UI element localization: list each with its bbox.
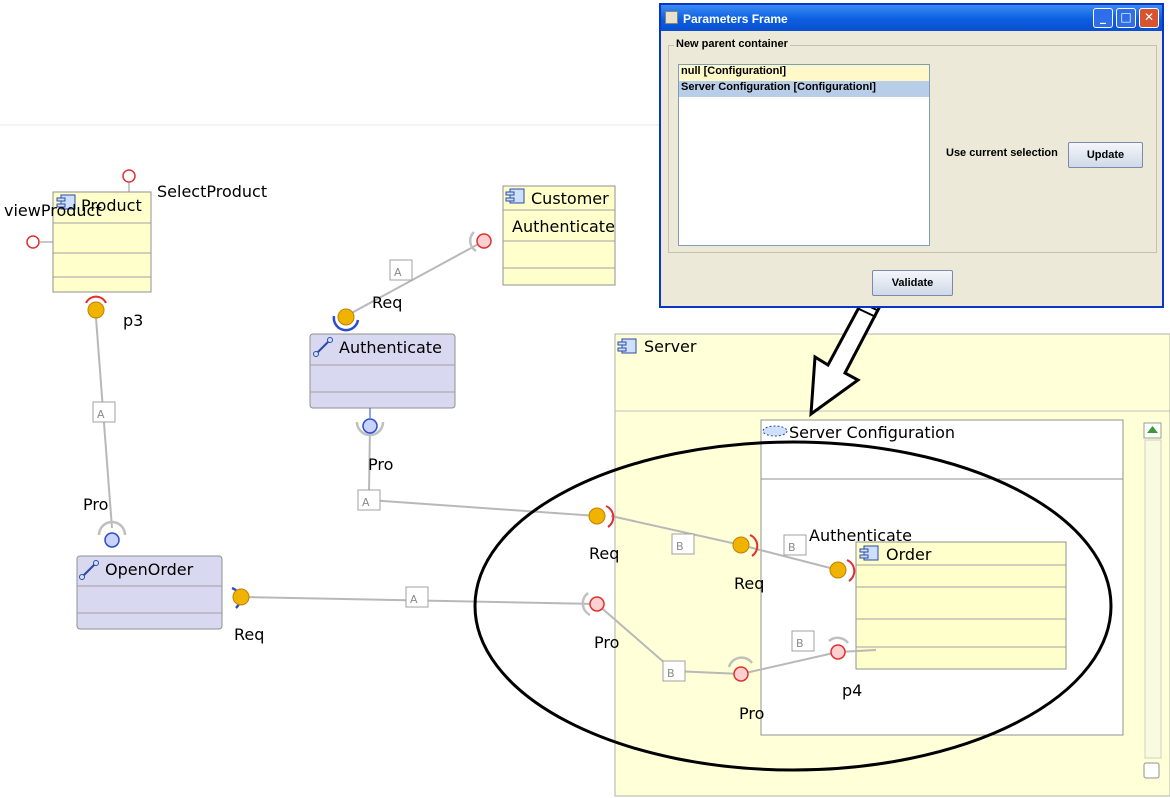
connector-icon xyxy=(79,560,99,580)
customer-component[interactable]: Customer Authenticate xyxy=(502,185,616,286)
svg-text:B: B xyxy=(788,541,796,554)
select-product-label: SelectProduct xyxy=(157,182,267,201)
group-title: New parent container xyxy=(674,38,790,50)
close-icon[interactable]: ✕ xyxy=(1139,8,1159,28)
customer-title: Customer xyxy=(531,189,609,208)
list-item[interactable]: Server Configuration [ConfigurationI] xyxy=(679,81,929,97)
port-markers xyxy=(26,169,856,682)
server-configuration-title: Server Configuration xyxy=(789,423,955,442)
svg-text:B: B xyxy=(676,540,684,553)
svg-text:Pro: Pro xyxy=(83,495,108,514)
parent-container-group: New parent container null [Configuration… xyxy=(668,38,1157,253)
use-current-selection-label: Use current selection xyxy=(946,147,1058,159)
server-title: Server xyxy=(644,337,697,356)
svg-text:A: A xyxy=(97,408,105,421)
svg-text:Req: Req xyxy=(234,625,264,644)
customer-operation: Authenticate xyxy=(512,217,615,236)
vertical-scrollbar[interactable] xyxy=(1143,422,1162,779)
authenticate-connector[interactable]: Authenticate xyxy=(309,333,456,409)
order-authenticate-label: Authenticate xyxy=(809,526,912,545)
svg-text:Req: Req xyxy=(372,293,402,312)
svg-text:Pro: Pro xyxy=(594,633,619,652)
minimize-icon[interactable]: _ xyxy=(1093,8,1113,28)
svg-text:p3: p3 xyxy=(123,311,143,330)
window-titlebar[interactable]: Parameters Frame _ □ ✕ xyxy=(661,5,1162,31)
svg-text:Pro: Pro xyxy=(368,455,393,474)
svg-text:Req: Req xyxy=(734,574,764,593)
window-title: Parameters Frame xyxy=(683,12,788,26)
product-component[interactable]: Product xyxy=(52,191,152,293)
svg-text:Pro: Pro xyxy=(739,704,764,723)
parent-container-list[interactable]: null [ConfigurationI] Server Configurati… xyxy=(678,64,930,246)
svg-text:A: A xyxy=(410,593,418,606)
view-product-label: viewProduct xyxy=(4,201,102,220)
open-order-title: OpenOrder xyxy=(105,560,194,579)
highlight-ellipse xyxy=(473,440,1113,772)
java-app-icon xyxy=(665,11,678,24)
scroll-corner-icon[interactable] xyxy=(1143,762,1160,779)
open-order-connector[interactable]: OpenOrder xyxy=(76,555,223,630)
svg-text:A: A xyxy=(362,496,370,509)
component-icon xyxy=(56,194,76,210)
configuration-icon xyxy=(762,425,788,437)
svg-text:A: A xyxy=(394,266,402,279)
parameters-frame-window[interactable]: Parameters Frame _ □ ✕ New parent contai… xyxy=(659,3,1164,308)
order-title: Order xyxy=(886,545,932,564)
authenticate-title: Authenticate xyxy=(339,338,442,357)
svg-text:B: B xyxy=(796,637,804,650)
port-labels: p3 Req Pro Pro Req Req Pro Req Pro p4 xyxy=(83,293,862,723)
component-icon xyxy=(505,188,525,204)
connector-letter-boxes: A A A A B B B B xyxy=(92,259,815,682)
svg-text:B: B xyxy=(667,667,675,680)
list-item[interactable]: null [ConfigurationI] xyxy=(679,65,929,81)
svg-text:p4: p4 xyxy=(842,681,862,700)
component-icon xyxy=(617,338,637,354)
update-button[interactable]: Update xyxy=(1068,142,1143,168)
component-icon xyxy=(859,545,879,561)
product-title: Product xyxy=(81,196,142,215)
connector-icon xyxy=(313,337,333,357)
validate-button[interactable]: Validate xyxy=(872,270,953,296)
order-component[interactable]: Order xyxy=(855,541,1067,670)
maximize-icon[interactable]: □ xyxy=(1116,8,1136,28)
svg-text:Req: Req xyxy=(589,544,619,563)
